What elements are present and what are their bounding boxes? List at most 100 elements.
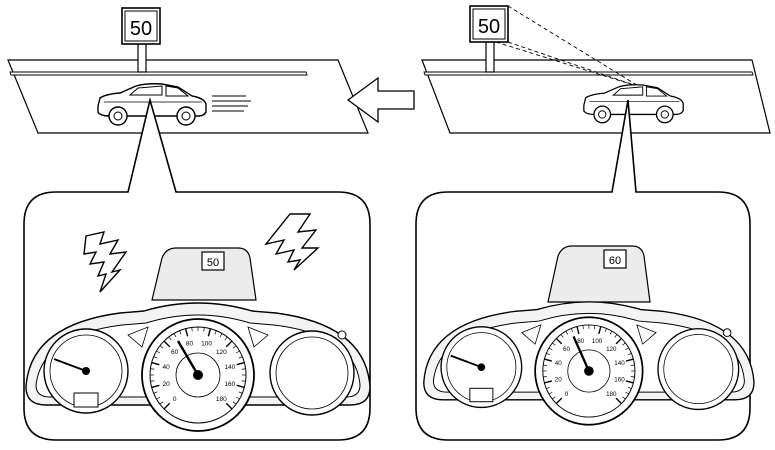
speedometer-tick-label: 40 (555, 360, 562, 367)
speedometer-tick (615, 397, 622, 405)
speedometer-tick-label: 40 (163, 364, 171, 371)
speedometer-tick-label: 80 (577, 338, 584, 345)
speedometer-tick (159, 401, 164, 405)
speedometer-tick-label: 120 (606, 346, 617, 353)
speedometer-tick-label: 160 (614, 377, 625, 384)
speedometer-tick (151, 361, 160, 366)
speedometer-tick-label: 140 (224, 364, 235, 371)
right-road-lane-line (423, 71, 754, 76)
left-road-sign: 50 (121, 7, 161, 73)
speedometer-tick (614, 334, 618, 338)
speedometer-tick (225, 402, 233, 410)
speedometer-tick (203, 327, 205, 332)
speedometer-tick (156, 350, 161, 354)
right-hud-value: 60 (609, 255, 621, 267)
speedometer-tick-label: 60 (171, 349, 179, 356)
right-hud-housing (547, 245, 651, 303)
speedometer-tick (625, 347, 629, 351)
speedometer-tick (168, 336, 172, 341)
speedometer-tick (598, 326, 602, 335)
speedometer-tick (546, 386, 550, 389)
speedometer-tick (236, 361, 245, 366)
left-road-lane-line (9, 71, 308, 76)
left-hud-value: 50 (207, 257, 219, 269)
speedometer-tick (555, 397, 563, 405)
speedometer-tick-label: 60 (563, 346, 570, 353)
speedometer-tick (543, 376, 548, 378)
speedometer-tick (159, 345, 164, 349)
speedometer-tick-label: 0 (565, 391, 569, 398)
speedometer-tick (552, 396, 556, 400)
right-road-sign: 50 (469, 5, 509, 73)
speedometer-tick (224, 336, 228, 341)
speedometer-tick (191, 327, 193, 332)
speedometer-tick (552, 342, 556, 346)
right-warning-lightning-icon (264, 213, 320, 271)
left-hud-sign (201, 251, 225, 271)
speedometer-tick (235, 396, 240, 400)
speedometer-tick (179, 330, 182, 335)
speedometer-tick (150, 368, 155, 370)
speedometer-tick (150, 380, 155, 382)
speedometer-tick-label: 180 (216, 396, 227, 403)
speedometer-tick (232, 401, 237, 405)
speedometer-tick (184, 328, 189, 337)
speedometer-tick (565, 330, 569, 335)
speedometer-tick (238, 391, 243, 394)
left-warning-lightning-icon (83, 231, 128, 293)
left-speedometer: 0 20 40 60 80 100 120 140 160 180 (150, 327, 246, 410)
speedometer-tick (544, 380, 552, 384)
speedometer-tick-label: 0 (173, 396, 177, 403)
speedometer-tick (548, 347, 553, 351)
speedometer-tick (594, 325, 596, 330)
speedometer-tick (236, 384, 245, 389)
speedometer-tick-label: 80 (186, 341, 194, 348)
left-road-sign-value: 50 (130, 18, 152, 40)
speedometer-tick (153, 391, 158, 394)
speedometer-tick (555, 337, 563, 345)
speedometer-tick (622, 342, 626, 346)
left-speedometer-needle (176, 340, 200, 376)
left-scene: 50 50 0 20 40 60 80 100 120 140 160 180 (7, 7, 371, 441)
speedometer-tick (570, 328, 574, 333)
speedometer-tick (173, 333, 177, 338)
speedometer-tick (625, 391, 629, 395)
left-car-icon (97, 83, 251, 126)
speedometer-tick (151, 384, 160, 389)
right-hud-sign (603, 249, 627, 269)
speedometer-tick (225, 340, 233, 348)
speedometer-tick-label: 20 (555, 377, 562, 384)
speedometer-tick-label: 120 (216, 349, 227, 356)
speedometer-tick (576, 326, 580, 335)
direction-arrow-left-icon (346, 76, 415, 124)
left-instrument-cluster: 0 20 40 60 80 100 120 140 160 180 (25, 302, 371, 432)
camera-detection-lines (495, 5, 641, 88)
speedometer-tick-label: 20 (163, 381, 171, 388)
speedometer-tick-label: 100 (201, 341, 212, 348)
speedometer-tick (625, 380, 634, 384)
speedometer-tick-label: 180 (606, 391, 617, 398)
speedometer-tick (560, 334, 564, 338)
speedometer-tick-label: 100 (592, 338, 603, 345)
speedometer-tick (615, 337, 622, 345)
speedometer-tick (544, 358, 552, 362)
speedometer-tick-label: 140 (614, 360, 625, 367)
speedometer-tick (627, 386, 632, 389)
right-speedometer-needle (572, 335, 590, 372)
speedometer-tick (625, 358, 634, 362)
speedometer-tick (630, 376, 635, 378)
speedometer-tick (232, 345, 237, 349)
speedometer-tick (241, 368, 246, 370)
speedometer-tick (609, 330, 613, 335)
speedometer-tick (163, 402, 171, 410)
speedometer-tick-label: 160 (224, 381, 235, 388)
speedometer-tick (238, 356, 243, 359)
speedometer-tick (604, 328, 607, 333)
speedometer-tick (627, 353, 632, 356)
speedometer-tick (219, 333, 223, 338)
speedometer-tick (630, 364, 635, 366)
right-road-sign-value: 50 (478, 16, 500, 38)
